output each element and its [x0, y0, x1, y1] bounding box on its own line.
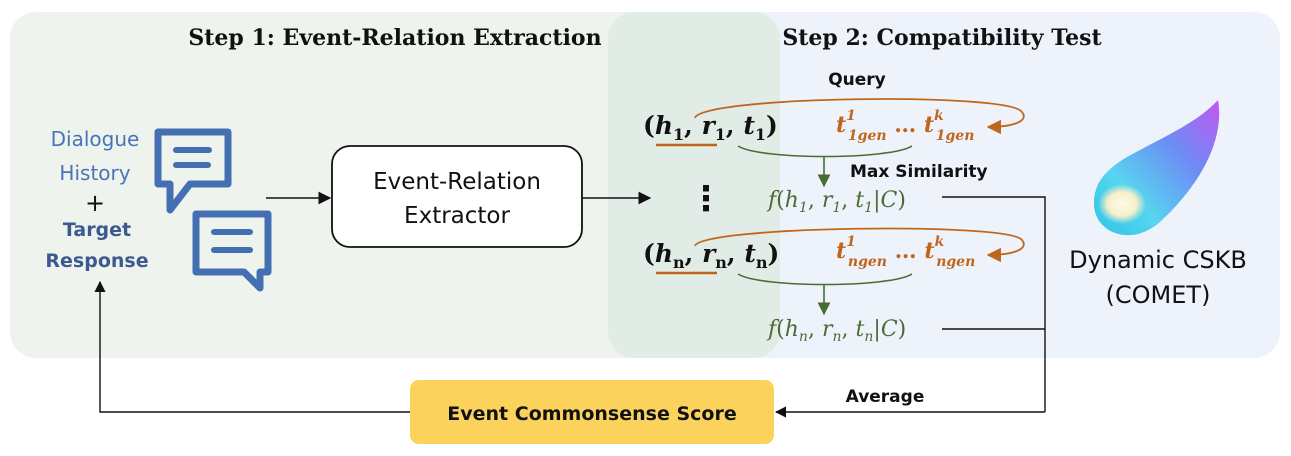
compatibility-score-1: f(h1, r1, t1|C) [766, 188, 906, 216]
input-target-label: Target [63, 219, 131, 241]
max-similarity-label: Max Similarity [850, 162, 988, 182]
step2-title: Step 2: Compatibility Test [782, 25, 1102, 51]
panel-overlap [608, 12, 780, 358]
query-loop-arrow-1 [694, 98, 1025, 135]
query-loop-arrow-n [694, 227, 1025, 263]
event-relation-extractor-box [331, 145, 583, 248]
cskb-label-line2: (COMET) [1106, 281, 1211, 309]
triple-n: (hn, rn, tn) [643, 239, 779, 272]
cskb-label-line1: Dynamic CSKB [1069, 246, 1247, 274]
chat-bubble-reply-icon [192, 210, 272, 292]
input-response-label: Response [45, 250, 148, 272]
feedback-arrow [94, 280, 410, 413]
ellipsis-dots: ⋮ [689, 179, 723, 219]
event-commonsense-score-label: Event Commonsense Score [447, 403, 736, 425]
input-plus-sign: + [85, 189, 105, 217]
step1-title: Step 1: Event-Relation Extraction [188, 25, 601, 51]
input-dialogue-label: Dialogue [51, 127, 140, 151]
event-commonsense-score-box [410, 380, 774, 444]
max-similarity-brace-1 [737, 145, 913, 158]
comet-icon [1093, 100, 1220, 236]
query-label: Query [828, 70, 886, 90]
max-similarity-brace-n [737, 273, 913, 286]
average-aggregation-line-1 [942, 196, 1046, 412]
average-label: Average [846, 387, 925, 407]
compatibility-score-n: f(hn, rn, tn|C) [766, 317, 906, 345]
extractor-label-line1: Event-Relation [373, 169, 541, 195]
chat-bubble-icon [154, 128, 232, 214]
extractor-label-line2: Extractor [404, 203, 510, 229]
input-history-label: History [59, 161, 130, 185]
triple-1: (h1, r1, t1) [643, 111, 778, 144]
